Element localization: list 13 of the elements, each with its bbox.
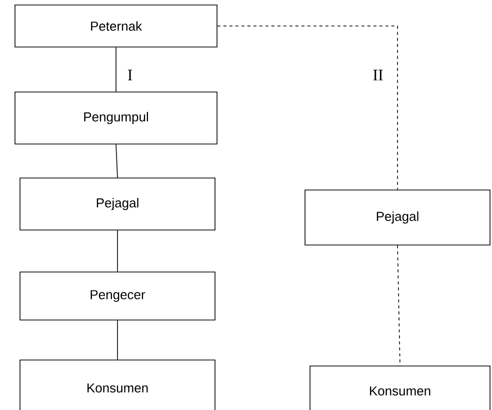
edge-label: II: [372, 68, 384, 82]
process-box: Peternak: [14, 4, 218, 48]
connector-line: [117, 320, 118, 360]
connector-line: [217, 26, 398, 190]
connector-line: [116, 144, 118, 178]
edge-label: I: [126, 68, 134, 82]
process-box: Konsumen: [310, 366, 490, 410]
process-box: Pejagal: [20, 178, 216, 230]
process-box: Pengumpul: [14, 92, 218, 144]
process-box: Pejagal: [304, 190, 490, 246]
connector-line: [117, 230, 118, 272]
process-box: Pengecer: [20, 272, 216, 320]
process-box: Konsumen: [20, 360, 216, 410]
